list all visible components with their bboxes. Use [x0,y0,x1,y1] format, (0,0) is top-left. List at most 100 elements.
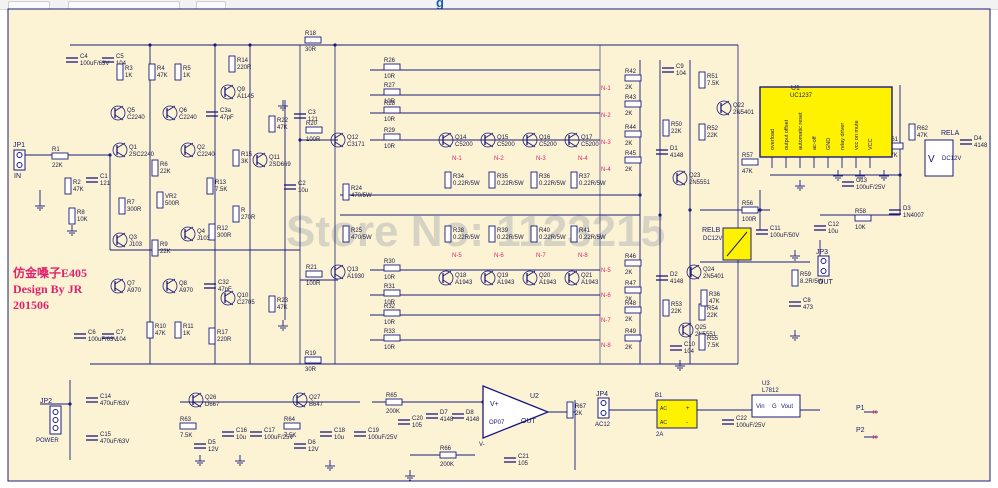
component-label: R24 [351,186,363,192]
connector-jp3[interactable]: JP3 OUT [816,249,834,286]
component-label: D3 [903,206,911,212]
rela-relay: V RELA DC12V [924,130,961,177]
component-label: 10R [384,117,396,123]
component-label: 2K [625,297,632,303]
component-label: C2 [298,181,306,187]
component-label: R36 [709,292,721,298]
component-label: Q12 [347,135,359,141]
component-label: 10u [298,188,308,194]
b1-bridge: AC AC + - B1 2A [655,393,698,438]
u1-pin-label: GND [826,138,832,150]
component-label: R40 [539,228,551,234]
component-label: 10K [855,225,866,231]
component-label: 470/5W [351,235,372,241]
component-label: 100uF/25V [264,435,293,441]
component-label: C17 [264,428,276,434]
component-label: 0.22R/5W [453,235,480,241]
svg-text:P1: P1 [856,405,865,412]
component-label: R47 [625,281,637,287]
component-label: 10R [384,300,396,306]
component-label: R61 [887,137,899,143]
svg-text:G: G [772,404,777,410]
connector-jp2[interactable]: JP2 POWER [36,398,62,444]
component-label: 300R [127,207,142,213]
component-label: R67 [575,404,587,410]
component-label: R25 [351,228,363,234]
component-label: C20 [412,416,424,422]
component-label: C10 [684,342,696,348]
component-label: 22K [671,129,682,135]
component-label: C5200 [455,142,473,148]
component-label: 2K [625,167,632,173]
component-label: R15 [241,152,253,158]
component-label: 100R [742,217,757,223]
component-label: 10K [77,217,88,223]
component-label: R51 [707,74,719,80]
component-label: 0.22R/5W [539,235,566,241]
tab-right[interactable] [196,1,226,9]
connector-jp4[interactable]: JP4 AC12 [595,391,611,428]
component-label: 7.5K [180,433,192,439]
component-label: R41 [579,228,591,234]
component-label: 7.5K [707,81,719,87]
stamp-date: 201506 [13,298,49,312]
component-label: 2K [625,111,632,117]
svg-text:U1: U1 [791,85,800,92]
component-label: 10R [384,99,396,105]
component-label: 47K [742,169,753,175]
pin-p2: P2 × [856,427,878,442]
component-label: R2 [73,180,81,186]
component-label: C14 [100,394,112,400]
component-label: R50 [671,122,683,128]
component-label: 2SC2240 [129,152,155,158]
component-label: 2K [625,345,632,351]
component-label: 22K [707,133,718,139]
connector-jp1[interactable]: JP1 IN [13,142,26,180]
net-label: N-4 [601,167,611,173]
tab-middle[interactable] [68,1,180,9]
component-label: C5 [116,54,124,60]
component-label: R46 [625,254,637,260]
component-label: 0.22R/5W [579,235,606,241]
component-label: 3K [241,159,248,165]
u3-regulator: Vin G Vout U3 L7812 [751,381,801,418]
component-label: R7 [127,200,135,206]
wiring [24,43,902,470]
svg-text:IN: IN [14,173,21,180]
component-label: 200K [440,462,454,468]
net-label: N-7 [601,318,611,324]
component-label: R55 [707,336,719,342]
svg-text:OP07: OP07 [489,420,505,426]
component-label: 7.5K [215,187,227,193]
component-label: Q18 [455,273,467,279]
component-label: 105 [412,423,423,429]
tab-left[interactable] [8,1,50,9]
component-label: 220R [217,337,232,343]
svg-text:POWER: POWER [36,438,59,444]
svg-text:2A: 2A [656,432,663,438]
component-label: J103 [129,242,143,248]
